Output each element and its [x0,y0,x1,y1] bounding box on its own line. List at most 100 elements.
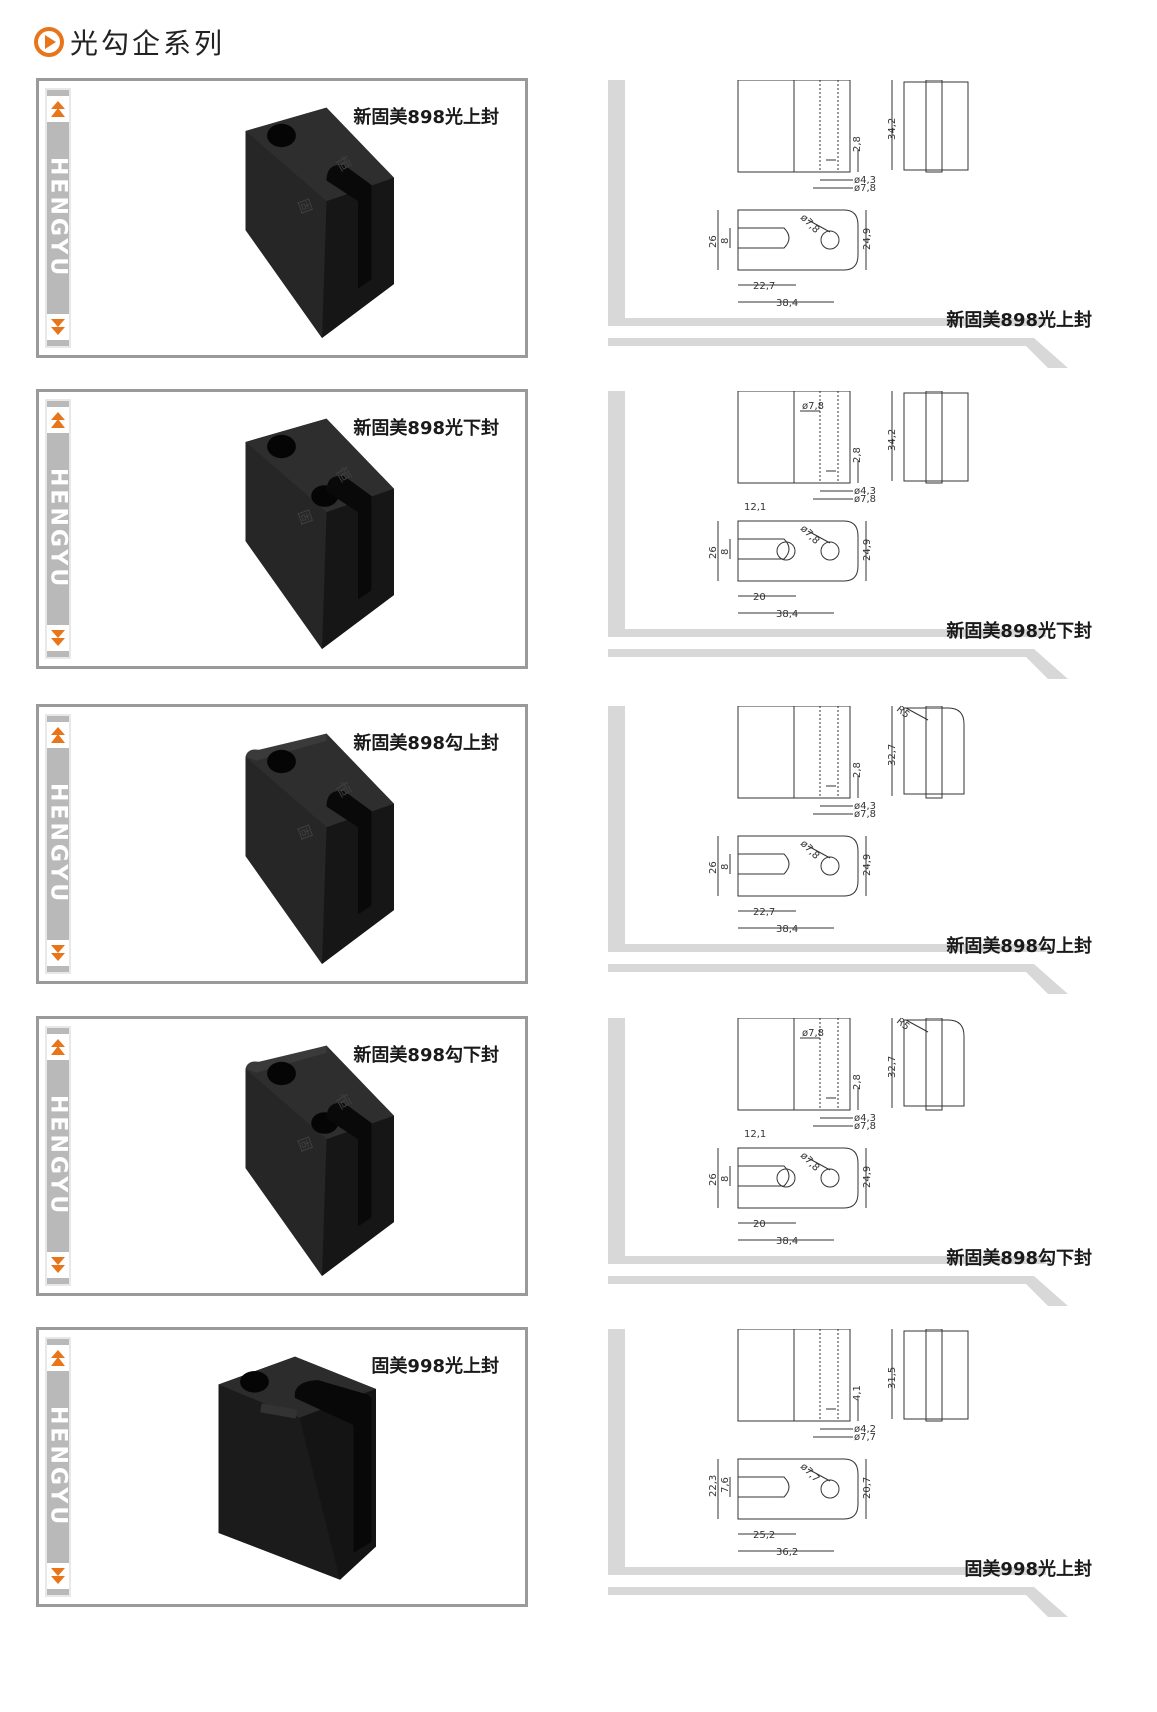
dim-b: 4,1 [852,1385,863,1401]
dim-e: 26 [708,546,719,559]
brand-side-strip: HENGYU [45,714,71,974]
dim-a: 34,2 [887,118,898,140]
product-photo-panel: HENGYU 固恒新固美898勾下封 [36,1016,528,1296]
dim-f: 8 [720,1176,731,1182]
svg-text:固: 固 [294,823,314,842]
dim-h: 20,7 [862,1477,873,1499]
dim-i: 22,7 [753,281,775,292]
dim-k: 12,1 [744,1129,766,1140]
dim-b: 2,8 [852,136,863,152]
dim-d: ø7,8 [854,494,876,505]
double-arrow-down-icon [47,624,69,651]
dim-e: 26 [708,861,719,874]
brand-vertical-text: HENGYU [45,468,71,590]
dim-g: ø7,7 [798,1461,821,1484]
dim-j: 38,4 [776,924,798,935]
product-photo-panel: HENGYU 固恒新固美898光下封 [36,389,528,669]
dim-i: 20 [753,592,766,603]
svg-text:固: 固 [294,508,314,527]
dim-a: 32,7 [887,744,898,766]
product-photo-panel: HENGYU 固美998光上封 [36,1327,528,1607]
dim-c: ø4,3 [854,175,876,186]
dim-g: ø7,8 [798,523,821,546]
dim-f: 7,6 [720,1477,731,1493]
dim-g: ø7,8 [798,1150,821,1173]
dim-h: 24,9 [862,539,873,561]
product-label: 新固美898光上封 [353,107,499,128]
brand-side-strip: HENGYU [45,88,71,348]
dim-i: 25,2 [753,1530,775,1541]
section-header: 光勾企系列 [34,22,225,62]
drawing-label: 固美998光上封 [964,1559,1092,1580]
svg-text:固: 固 [294,1135,314,1154]
dim-c: ø4,2 [854,1424,876,1435]
dim-d: ø7,8 [854,183,876,194]
brand-vertical-text: HENGYU [45,1406,71,1528]
product-label: 新固美898勾下封 [353,1045,499,1066]
dim-e: 22,3 [708,1475,719,1497]
dim-j: 38,4 [776,609,798,620]
brand-vertical-text: HENGYU [45,157,71,279]
product-label: 新固美898勾上封 [353,733,499,754]
double-arrow-up-icon [47,407,69,433]
dim-d: ø7,8 [854,809,876,820]
double-arrow-down-icon [47,313,69,340]
dim-a: 34,2 [887,429,898,451]
product-photo: 固恒 [245,733,394,964]
dim-e: 26 [708,1173,719,1186]
product-photo-panel: HENGYU 固恒新固美898勾上封 [36,704,528,984]
dim-d: ø7,8 [854,1121,876,1132]
double-arrow-down-icon [47,939,69,966]
section-title: 光勾企系列 [70,27,226,60]
dim-d: ø7,7 [854,1432,876,1443]
double-arrow-down-icon [47,1562,69,1589]
dim-h: 24,9 [862,854,873,876]
dim-b: 2,8 [852,762,863,778]
drawing-label: 新固美898勾上封 [946,936,1092,957]
dim-h: 24,9 [862,1166,873,1188]
dim-a: 32,7 [887,1056,898,1078]
dim-g: ø7,8 [798,838,821,861]
dim-top: ø7,8 [802,401,824,412]
dim-g: ø7,8 [798,212,821,235]
dim-a: 31,5 [887,1367,898,1389]
dim-i: 22,7 [753,907,775,918]
product-photo: 固恒 [245,1045,394,1276]
dim-e: 26 [708,235,719,248]
dim-f: 8 [720,549,731,555]
dim-b: 2,8 [852,1074,863,1090]
drawing-label: 新固美898光上封 [946,310,1092,331]
dim-top: ø7,8 [802,1028,824,1039]
dim-b: 2,8 [852,447,863,463]
product-label: 新固美898光下封 [353,418,499,439]
double-arrow-up-icon [47,96,69,122]
double-arrow-up-icon [47,722,69,748]
svg-text:固: 固 [294,197,314,216]
brand-side-strip: HENGYU [45,399,71,659]
dim-c: ø4,3 [854,1113,876,1124]
dim-c: ø4,3 [854,801,876,812]
dim-j: 38,4 [776,298,798,309]
product-photo [218,1356,376,1580]
product-photo: 固恒 [245,418,394,649]
drawing-label: 新固美898勾下封 [946,1248,1092,1269]
dim-j: 36,2 [776,1547,798,1558]
dim-f: 8 [720,238,731,244]
double-arrow-up-icon [47,1034,69,1060]
dim-k: 12,1 [744,502,766,513]
dim-i: 20 [753,1219,766,1230]
dim-f: 8 [720,864,731,870]
double-arrow-up-icon [47,1345,69,1371]
brand-side-strip: HENGYU [45,1337,71,1597]
brand-side-strip: HENGYU [45,1026,71,1286]
dim-j: 38,4 [776,1236,798,1247]
play-circle-icon [34,27,64,57]
dim-c: ø4,3 [854,486,876,497]
brand-vertical-text: HENGYU [45,1095,71,1217]
brand-vertical-text: HENGYU [45,783,71,905]
product-label: 固美998光上封 [371,1356,499,1377]
